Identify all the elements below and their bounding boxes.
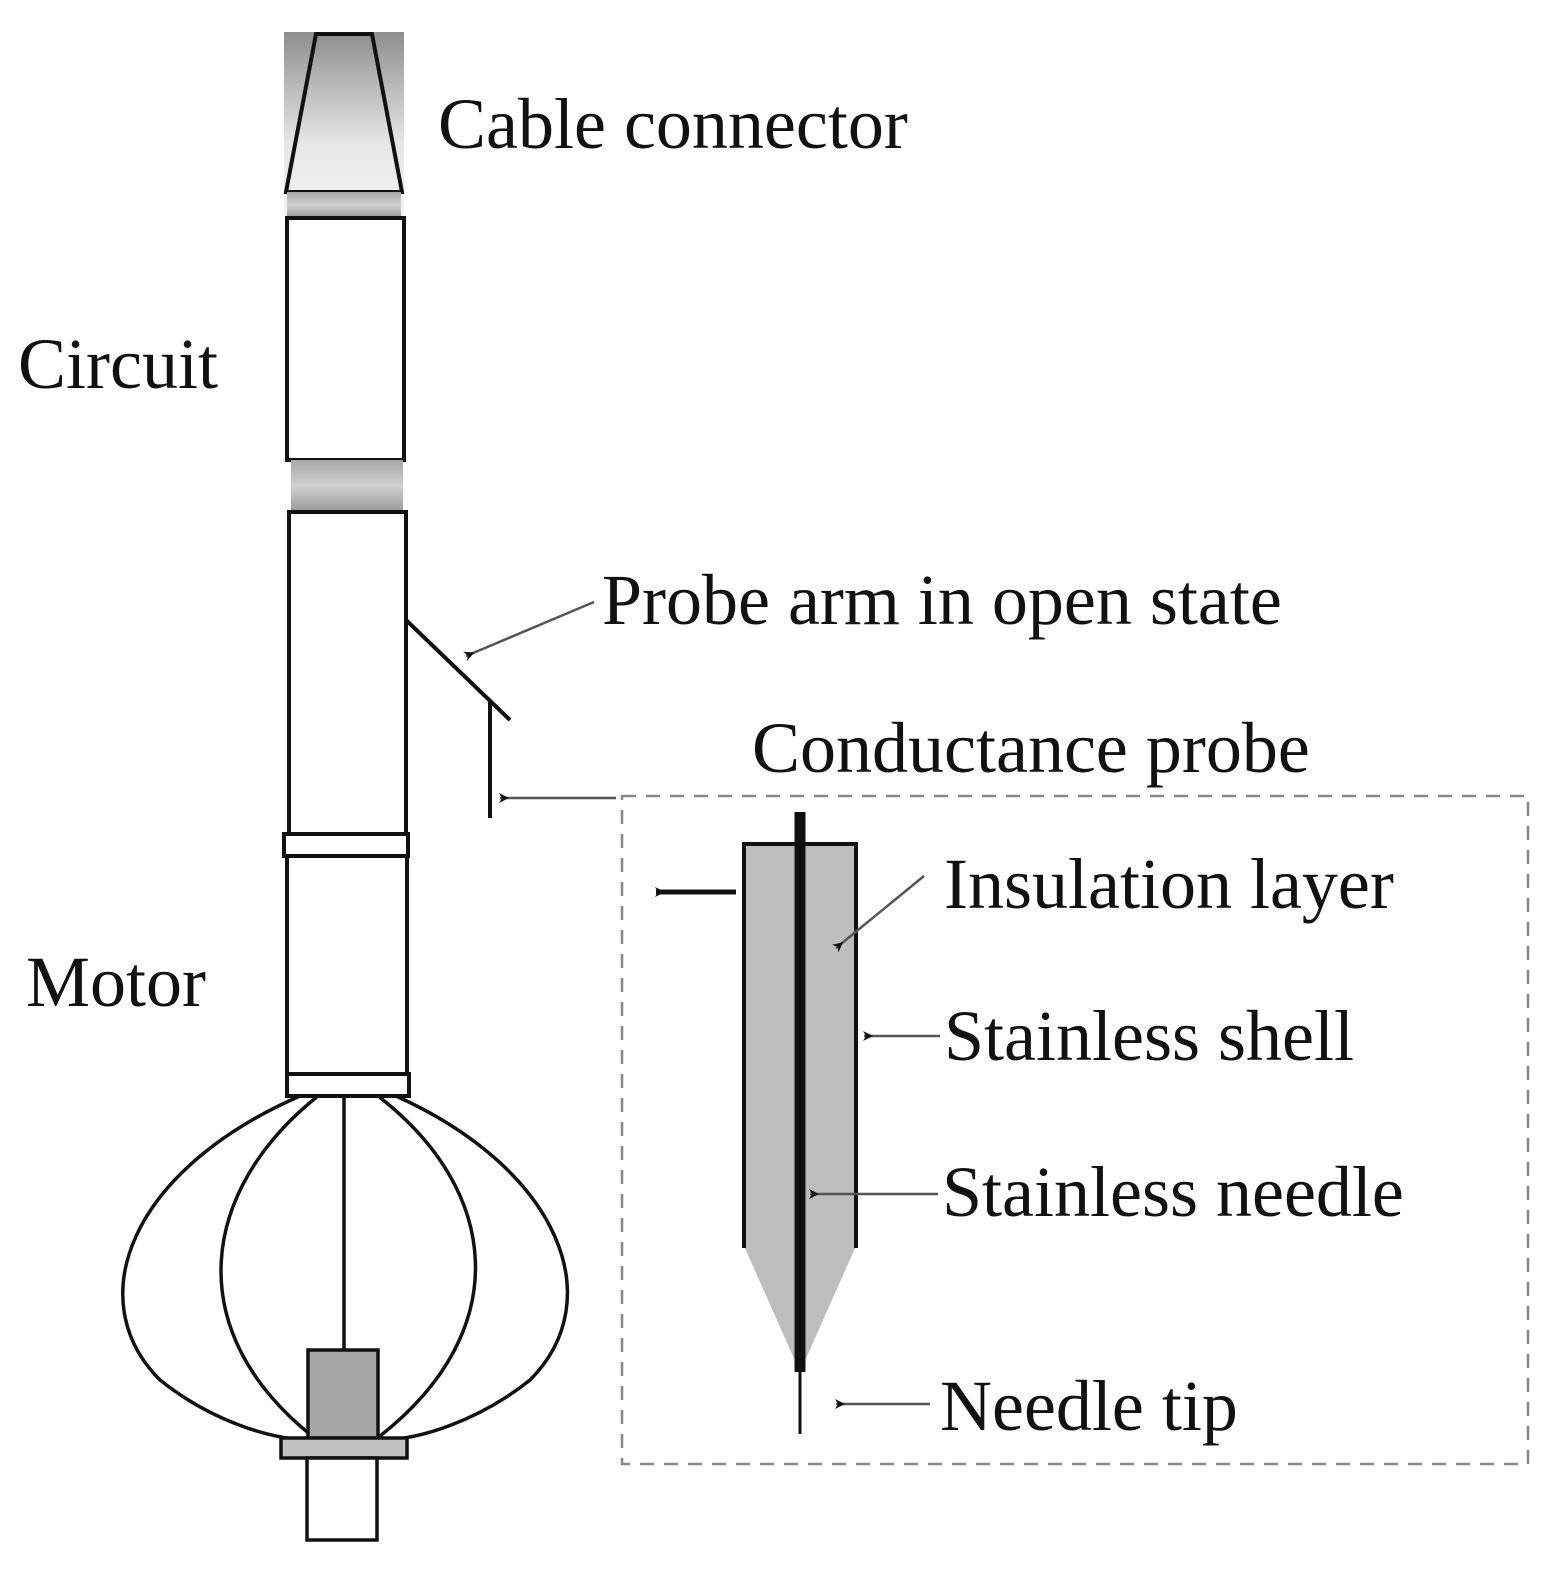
centralizer-cage [121, 1094, 570, 1542]
label-stainless-needle: Stainless needle [942, 1152, 1404, 1232]
section-band [291, 460, 403, 512]
cage-bottom-plate [279, 1436, 409, 1460]
cable-connector-shape [283, 32, 405, 194]
circuit-highlight [289, 222, 402, 248]
cage-inner-left [219, 1094, 320, 1438]
insulation-layer-leader [832, 875, 925, 953]
label-cable-connector: Cable connector [438, 84, 908, 164]
connector-shading [284, 32, 404, 217]
cage-outer-right [379, 1094, 570, 1442]
label-needle-tip: Needle tip [940, 1366, 1238, 1446]
probe-arm-line [404, 618, 512, 722]
cage-outer-left [121, 1094, 313, 1442]
upper-ring [282, 832, 410, 858]
label-insulation-layer: Insulation layer [944, 844, 1394, 924]
circuit-section [285, 216, 406, 462]
arm-section-highlight [291, 516, 404, 556]
probe-arm [404, 618, 512, 818]
leader-lines [463, 600, 940, 1409]
cage-hub [306, 1348, 380, 1440]
cage-inner-right [376, 1094, 478, 1438]
label-probe-arm: Probe arm in open state [602, 560, 1282, 640]
probe-detail-box [620, 794, 1530, 1466]
label-motor: Motor [26, 942, 206, 1022]
motor-section [285, 854, 409, 1076]
conductance-probe-detail [655, 812, 858, 1434]
instrument-body [282, 32, 411, 1098]
probe-arm-leader [463, 600, 595, 661]
bottom-stub [305, 1456, 379, 1542]
lower-ring [285, 1072, 411, 1098]
label-conductance-probe: Conductance probe [752, 708, 1310, 788]
label-circuit: Circuit [18, 324, 218, 404]
label-stainless-shell: Stainless shell [944, 996, 1354, 1076]
arm-section [287, 510, 408, 836]
connector-neck [287, 192, 401, 218]
